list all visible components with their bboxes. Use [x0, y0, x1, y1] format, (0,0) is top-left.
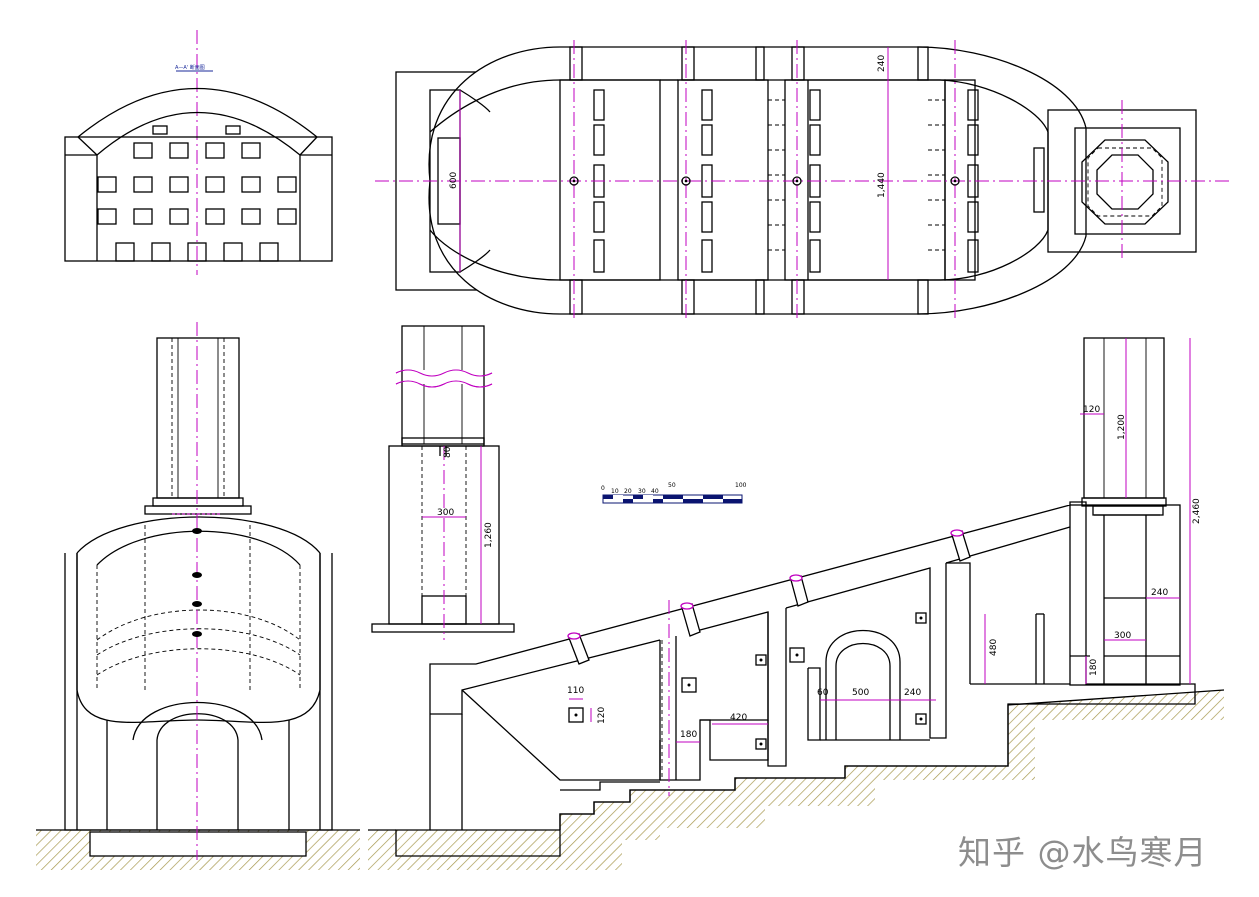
chimney-octagon	[1081, 139, 1169, 225]
dim-vent-height: 120	[597, 707, 607, 724]
dim-vent-width: 110	[567, 686, 584, 696]
watermark: 知乎 @水鸟寒月	[958, 833, 1208, 872]
plan-flues	[569, 46, 929, 315]
front-arch-inner	[96, 111, 301, 156]
scale-label-100: 100	[735, 482, 747, 489]
dim-firebox-base: 180	[1089, 659, 1099, 676]
dome-outer	[76, 516, 321, 554]
scale-label-40: 40	[651, 488, 659, 495]
dim-firebox-inner: 300	[1114, 631, 1131, 641]
chamber-2	[677, 79, 769, 281]
slope-vents	[567, 529, 971, 665]
dim-chamber1-step: 180	[680, 730, 697, 740]
dim-firebox-wall: 240	[1151, 588, 1168, 598]
scale-bar: 0 10 20 30 40 50 100	[601, 482, 747, 504]
vent-grid	[97, 125, 297, 262]
dim-step-height: 480	[989, 639, 999, 656]
dim-arch-width: 500	[852, 688, 869, 698]
scale-label-30: 30	[638, 488, 646, 495]
plan-steps	[593, 89, 979, 273]
scale-label-20: 20	[624, 488, 632, 495]
scale-label-0: 0	[601, 485, 605, 492]
door-arch-outer	[132, 702, 263, 741]
dim-chimney-height: 1,260	[484, 522, 494, 548]
kiln-section-outline	[395, 501, 1196, 857]
dim-chimney-top: 80	[443, 446, 453, 458]
longitudinal-section-view: 120 1,200 2,460 240 300 180 480 60 500 2…	[368, 337, 1225, 870]
chamber-1	[559, 79, 661, 281]
dim-plan-wall: 240	[877, 55, 887, 72]
plan-outline	[428, 46, 1087, 315]
dim-chimney-inner: 300	[437, 508, 454, 518]
rear-chimney	[1083, 337, 1165, 499]
chimney-section-view: 300 80 1,260	[371, 325, 515, 640]
scale-label-10: 10	[611, 488, 619, 495]
dim-chimney-wall: 120	[1083, 405, 1100, 415]
scale-label-50: 50	[668, 482, 676, 489]
front-arch-outer	[77, 88, 318, 138]
plan-view: 240 1,440 600	[375, 40, 1230, 320]
front-elevation-view: A—A' 断面图	[64, 30, 333, 275]
front-section-view	[36, 322, 360, 870]
firing-arch	[825, 630, 901, 740]
dim-plan-length: 1,440	[877, 172, 887, 198]
section-label: A—A' 断面图	[175, 64, 205, 71]
dim-total-height: 2,460	[1192, 498, 1202, 524]
dim-plan-width: 600	[449, 172, 459, 189]
dim-chamber2: 420	[730, 713, 747, 723]
dim-arch-left: 60	[817, 688, 829, 698]
dim-chimney-height-rear: 1,200	[1117, 414, 1127, 440]
dim-arch-right: 240	[904, 688, 921, 698]
chimney	[156, 337, 240, 499]
